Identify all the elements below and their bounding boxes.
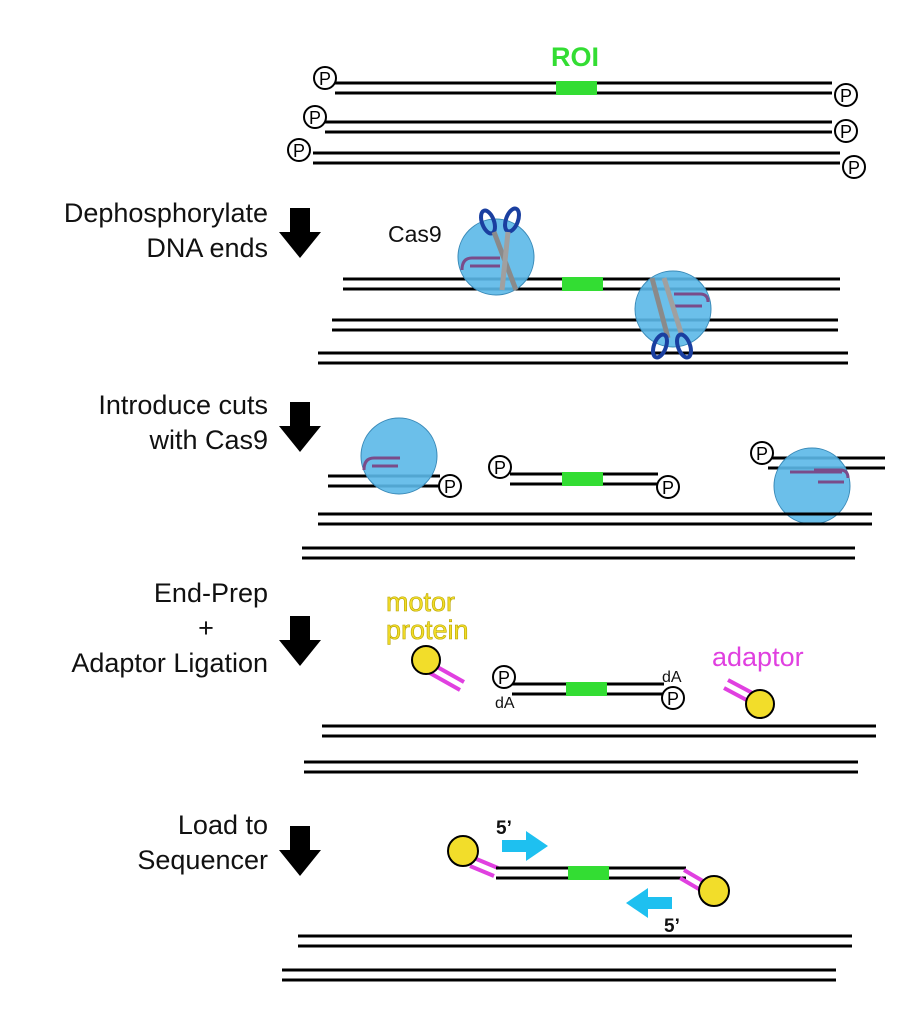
phosphate-icon: P	[656, 475, 680, 499]
dna-duplex	[322, 724, 876, 738]
cas9-complex	[457, 206, 535, 296]
phosphate-icon: P	[842, 155, 866, 179]
motor-protein-icon	[698, 875, 730, 907]
motor-protein-icon	[411, 645, 441, 675]
motor-protein-adaptor	[678, 868, 730, 907]
five-prime-label: 5’	[664, 916, 680, 937]
section-cut-dna: P P P P	[302, 417, 885, 560]
step-label-line1: End-Prep	[154, 578, 268, 608]
roi-label: ROI	[551, 42, 599, 72]
direction-arrow-icon	[502, 831, 548, 861]
svg-text:P: P	[309, 108, 321, 128]
phosphate-icon: P	[750, 441, 774, 465]
roi-segment	[566, 682, 607, 696]
cas9-label: Cas9	[388, 221, 442, 247]
dna-duplex	[332, 318, 838, 332]
cas9-complex	[773, 447, 851, 525]
svg-text:P: P	[840, 122, 852, 142]
section-genomic-dna: ROI P P P P P P	[287, 42, 866, 179]
svg-text:P: P	[444, 477, 456, 497]
step-label-line1: Dephosphorylate	[64, 198, 268, 228]
motor-protein-label-line2: protein	[386, 615, 469, 645]
svg-text:P: P	[667, 689, 679, 709]
roi-segment	[562, 472, 603, 486]
motor-protein-icon	[745, 689, 775, 719]
section-sequencing-library: 5’ 5’	[282, 818, 852, 982]
svg-text:P: P	[319, 69, 331, 89]
dna-duplex	[318, 351, 848, 365]
section-adaptor-ligation: motor protein P P dA dA adaptor	[304, 587, 876, 774]
step-end-prep: End-Prep + Adaptor Ligation	[71, 578, 321, 678]
dna-duplex	[304, 760, 858, 774]
step-label-line2: +	[198, 613, 214, 643]
dna-duplex	[318, 512, 872, 526]
step-dephosphorylate: Dephosphorylate DNA ends	[64, 198, 321, 263]
step-label-line2: with Cas9	[148, 425, 268, 455]
roi-fragment	[510, 472, 658, 486]
svg-text:P: P	[293, 141, 305, 161]
phosphate-icon: P	[834, 83, 858, 107]
dna-duplex	[298, 934, 852, 948]
step-label-line1: Load to	[178, 810, 268, 840]
five-prime-label: 5’	[496, 818, 512, 839]
svg-text:P: P	[848, 158, 860, 178]
down-arrow-icon	[279, 208, 321, 258]
dna-duplex	[335, 81, 832, 95]
dna-duplex	[325, 120, 832, 134]
motor-protein-icon	[447, 835, 479, 867]
phosphate-icon: P	[488, 455, 512, 479]
phosphate-icon: P	[313, 66, 337, 90]
cas9-complex	[634, 270, 712, 360]
roi-fragment	[512, 682, 664, 696]
down-arrow-icon	[279, 616, 321, 666]
dna-duplex	[313, 151, 840, 165]
down-arrow-icon	[279, 826, 321, 876]
step-load-sequencer: Load to Sequencer	[137, 810, 321, 876]
svg-text:P: P	[498, 668, 510, 688]
down-arrow-icon	[279, 402, 321, 452]
scissors-icon	[649, 277, 693, 360]
step-label-line2: Sequencer	[137, 845, 268, 875]
da-label: dA	[495, 695, 515, 712]
motor-protein-adaptor	[723, 678, 775, 719]
da-label: dA	[662, 669, 682, 686]
dna-duplex	[302, 546, 855, 560]
phosphate-icon: P	[834, 119, 858, 143]
motor-protein-adaptor	[447, 835, 499, 878]
dna-duplex	[343, 277, 840, 291]
step-label-line1: Introduce cuts	[98, 390, 268, 420]
roi-fragment	[496, 866, 686, 880]
roi-segment	[562, 277, 603, 291]
motor-protein-adaptor	[411, 645, 465, 692]
direction-arrow-icon	[626, 888, 672, 918]
svg-text:P: P	[494, 458, 506, 478]
motor-protein-label-line1: motor	[386, 587, 455, 617]
step-label-line3: Adaptor Ligation	[71, 648, 268, 678]
roi-segment	[568, 866, 609, 880]
step-label-line2: DNA ends	[146, 233, 268, 263]
phosphate-icon: P	[303, 105, 327, 129]
section-dephosphorylated-dna: Cas9	[318, 206, 848, 365]
dna-duplex	[282, 968, 836, 982]
scissors-icon	[479, 206, 521, 291]
phosphate-icon: P	[661, 686, 685, 710]
phosphate-icon: P	[438, 474, 462, 498]
cas9-complex	[360, 417, 438, 495]
svg-text:P: P	[840, 86, 852, 106]
phosphate-icon: P	[287, 138, 311, 162]
step-introduce-cuts: Introduce cuts with Cas9	[98, 390, 321, 455]
adaptor-label: adaptor	[712, 642, 804, 672]
svg-text:P: P	[662, 478, 674, 498]
svg-text:P: P	[756, 444, 768, 464]
phosphate-icon: P	[492, 665, 516, 689]
